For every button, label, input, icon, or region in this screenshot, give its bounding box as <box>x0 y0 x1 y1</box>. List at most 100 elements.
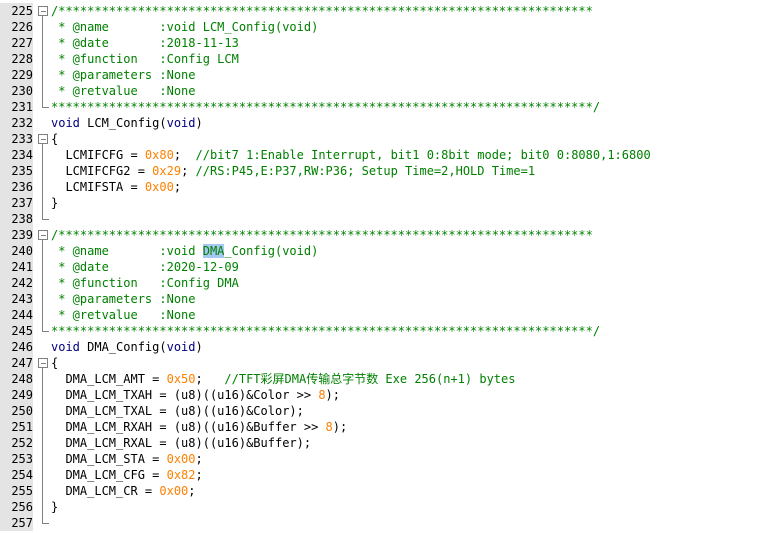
collapse-icon[interactable] <box>38 358 48 368</box>
code-text: LCMIFCFG = 0x80; //bit7 1:Enable Interru… <box>51 147 650 163</box>
line-number: 241 <box>0 259 33 275</box>
code-line[interactable]: 243 * @parameters :None <box>0 291 779 307</box>
code-token: void <box>51 340 80 354</box>
code-text: /***************************************… <box>51 3 593 19</box>
code-line[interactable]: 241 * @date :2020-12-09 <box>0 259 779 275</box>
code-line[interactable]: 238 <box>0 211 779 227</box>
code-token: DMA_Config( <box>79 340 167 354</box>
code-token: ; <box>195 372 225 386</box>
fold-line <box>42 147 43 163</box>
code-line[interactable]: 251 DMA_LCM_RXAH = (u8)((u16)&Buffer >> … <box>0 419 779 435</box>
fold-gutter <box>36 99 50 115</box>
code-line[interactable]: 233 { <box>0 131 779 147</box>
fold-line <box>42 163 43 179</box>
code-line[interactable]: 237} <box>0 195 779 211</box>
code-token: DMA_LCM_STA = <box>51 452 167 466</box>
fold-line <box>42 467 43 483</box>
code-token: ****************************************… <box>51 324 601 338</box>
code-line[interactable]: 225/************************************… <box>0 3 779 19</box>
line-number: 233 <box>0 131 33 147</box>
fold-line <box>42 499 43 515</box>
code-line[interactable]: 226 * @name :void LCM_Config(void) <box>0 19 779 35</box>
line-number: 229 <box>0 67 33 83</box>
code-line[interactable]: 255 DMA_LCM_CR = 0x00; <box>0 483 779 499</box>
code-text: DMA_LCM_AMT = 0x50; //TFT彩屏DMA传输总字节数 Exe… <box>51 371 515 387</box>
code-line[interactable]: 253 DMA_LCM_STA = 0x00; <box>0 451 779 467</box>
code-text: /***************************************… <box>51 227 593 243</box>
code-line[interactable]: 254 DMA_LCM_CFG = 0x82; <box>0 467 779 483</box>
code-token: 0x00 <box>166 452 196 466</box>
code-line[interactable]: 231*************************************… <box>0 99 779 115</box>
search-highlight: DMA <box>202 244 225 258</box>
code-text: { <box>51 355 58 371</box>
code-text: } <box>51 499 58 515</box>
code-line[interactable]: 250 DMA_LCM_TXAL = (u8)((u16)&Color); <box>0 403 779 419</box>
code-line[interactable]: 249 DMA_LCM_TXAH = (u8)((u16)&Color >> 8… <box>0 387 779 403</box>
code-line[interactable]: 239/************************************… <box>0 227 779 243</box>
line-number: 226 <box>0 19 33 35</box>
fold-line <box>42 515 43 523</box>
collapse-icon[interactable] <box>38 230 48 240</box>
code-token: DMA_LCM_AMT = <box>51 372 167 386</box>
fold-line <box>42 323 43 331</box>
code-line[interactable]: 236 LCMIFSTA = 0x00; <box>0 179 779 195</box>
code-line[interactable]: 252 DMA_LCM_RXAL = (u8)((u16)&Buffer); <box>0 435 779 451</box>
code-text: DMA_LCM_RXAL = (u8)((u16)&Buffer); <box>51 435 311 451</box>
fold-gutter <box>36 35 50 51</box>
line-number: 227 <box>0 35 33 51</box>
code-token: } <box>51 196 59 210</box>
code-line[interactable]: 256} <box>0 499 779 515</box>
code-text: DMA_LCM_TXAH = (u8)((u16)&Color >> 8); <box>51 387 340 403</box>
code-token: 0x29 <box>152 164 182 178</box>
code-line[interactable]: 227 * @date :2018-11-13 <box>0 35 779 51</box>
code-text: void LCM_Config(void) <box>51 115 203 131</box>
line-number: 246 <box>0 339 33 355</box>
fold-line <box>42 403 43 419</box>
code-line[interactable]: 240 * @name :void DMA_Config(void) <box>0 243 779 259</box>
code-text: ****************************************… <box>51 323 600 339</box>
fold-line <box>42 51 43 67</box>
fold-gutter <box>36 67 50 83</box>
code-token: DMA_LCM_TXAL = (u8)((u16)&Color); <box>51 404 304 418</box>
code-line[interactable]: 245*************************************… <box>0 323 779 339</box>
code-token: DMA_LCM_TXAH = (u8)((u16)&Color >> <box>51 388 319 402</box>
fold-line <box>42 368 43 371</box>
fold-gutter <box>36 243 50 259</box>
code-token: ; <box>181 164 196 178</box>
code-token: ; <box>173 180 182 194</box>
fold-gutter <box>36 3 50 19</box>
code-line[interactable]: 247{ <box>0 355 779 371</box>
code-line[interactable]: 244 * @retvalue :None <box>0 307 779 323</box>
collapse-icon[interactable] <box>38 6 48 16</box>
code-line[interactable]: 234 LCMIFCFG = 0x80; //bit7 1:Enable Int… <box>0 147 779 163</box>
code-line[interactable]: 229 * @parameters :None <box>0 67 779 83</box>
code-token: { <box>51 132 59 146</box>
code-line[interactable]: 257 <box>0 515 779 531</box>
code-token: /***************************************… <box>51 228 593 242</box>
code-text: DMA_LCM_RXAH = (u8)((u16)&Buffer >> 8); <box>51 419 347 435</box>
collapse-icon[interactable] <box>38 134 48 144</box>
line-number: 252 <box>0 435 33 451</box>
fold-line <box>42 419 43 435</box>
fold-gutter <box>36 179 50 195</box>
fold-gutter <box>36 339 50 355</box>
line-number: 237 <box>0 195 33 211</box>
code-token: 0x82 <box>166 468 196 482</box>
code-token: * @function :Config LCM <box>51 52 239 66</box>
code-text: ****************************************… <box>51 99 600 115</box>
code-line[interactable]: 242 * @function :Config DMA <box>0 275 779 291</box>
code-token: void <box>166 340 196 354</box>
code-token: 0x50 <box>166 372 196 386</box>
fold-gutter <box>36 435 50 451</box>
code-line[interactable]: 235 LCMIFCFG2 = 0x29; //RS:P45,E:P37,RW:… <box>0 163 779 179</box>
line-number: 242 <box>0 275 33 291</box>
fold-gutter <box>36 83 50 99</box>
code-token: * @name :void <box>51 244 203 258</box>
code-line[interactable]: 228 * @function :Config LCM <box>0 51 779 67</box>
code-line[interactable]: 248 DMA_LCM_AMT = 0x50; //TFT彩屏DMA传输总字节数… <box>0 371 779 387</box>
code-line[interactable]: 230 * @retvalue :None <box>0 83 779 99</box>
fold-gutter <box>36 147 50 163</box>
